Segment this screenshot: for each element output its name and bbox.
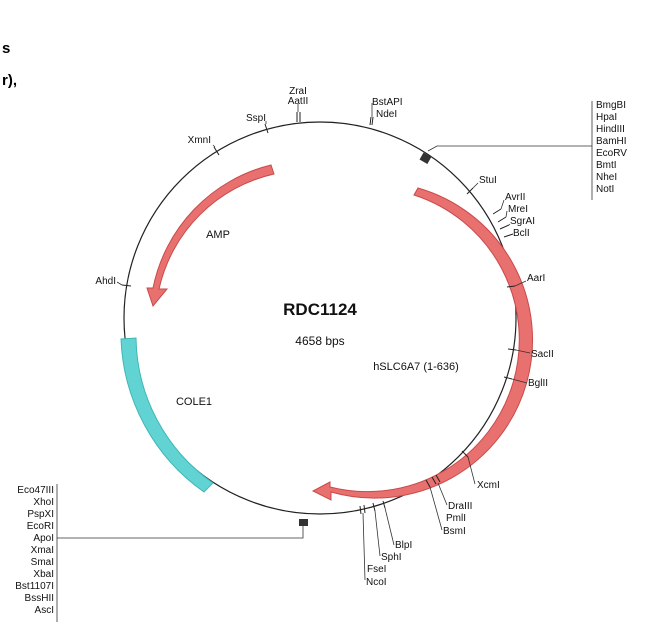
site-label-fsei: FseI [367,564,386,575]
feature-amp-arrow [146,164,275,308]
mcs-top-site: NotI [596,184,614,195]
mcs-top-list: BmgBI HpaI HindIII BamHI EcoRV BmtI NheI… [596,100,627,195]
mcs-bottom-site: XmaI [31,545,54,556]
mcs-top-marker [419,152,432,164]
mcs-bottom-site: Eco47III [17,485,54,496]
site-label-sspi: SspI [246,113,266,124]
cropped-text-fragment-2: r), [2,72,17,89]
site-label-xmni: XmnI [188,135,211,146]
plasmid-size: 4658 bps [295,334,344,348]
mcs-bottom-marker [299,519,308,526]
site-label-sgrai: SgrAI [510,216,535,227]
mcs-top-site: BmgBI [596,100,626,111]
plasmid-backbone [123,121,517,515]
site-label-zrai: ZraI [289,86,307,97]
site-label-bcli: BclI [513,228,530,239]
cropped-text-fragment-1: s [2,40,11,57]
feature-hslc6a7-arrow [311,187,534,501]
mcs-bottom-site: BssHII [25,593,54,604]
feature-label-amp: AMP [206,229,230,241]
site-label-avrii: AvrII [505,192,525,203]
site-label-ncoi: NcoI [366,577,387,588]
site-labels: ZraI AatII SspI XmnI BstAPI NdeI StuI Av… [95,86,553,588]
mcs-bottom-site: Bst1107I [15,581,54,592]
plasmid-name: RDC1124 [283,300,357,319]
site-label-mrei: MreI [508,204,528,215]
site-label-blpi: BlpI [395,540,412,551]
site-label-aari: AarI [527,273,545,284]
site-label-draiii: DraIII [448,501,472,512]
mcs-bottom-site: PspXI [27,509,54,520]
site-ticks [121,112,517,515]
mcs-bottom-site: ApoI [33,533,54,544]
mcs-bottom-site: XhoI [33,497,54,508]
mcs-bottom-list: Eco47III XhoI PspXI EcoRI ApoI XmaI SmaI… [15,485,54,616]
site-label-bstapi: BstAPI [372,97,403,108]
label-leaders [56,101,593,622]
site-label-sphi: SphI [381,552,402,563]
site-label-stui: StuI [479,175,497,186]
site-label-xcmi: XcmI [477,480,500,491]
site-label-aatii: AatII [288,96,309,107]
mcs-bottom-site: EcoRI [27,521,54,532]
mcs-top-site: HindIII [596,124,625,135]
feature-label-cole1: COLE1 [176,396,212,408]
site-label-bglii: BglII [528,378,548,389]
site-label-pmli: PmlI [446,513,466,524]
mcs-top-site: BamHI [596,136,627,147]
mcs-top-site: EcoRV [596,148,627,159]
mcs-bottom-site: SmaI [31,557,54,568]
site-label-ahdi: AhdI [95,276,116,287]
feature-cole1-block [120,337,214,493]
mcs-top-site: NheI [596,172,617,183]
mcs-bottom-site: AscI [35,605,54,616]
mcs-top-site: BmtI [596,160,617,171]
feature-label-hslc6a7: hSLC6A7 (1-636) [373,361,459,373]
site-label-bsmi: BsmI [443,526,466,537]
site-label-ndei: NdeI [376,109,397,120]
mcs-top-site: HpaI [596,112,617,123]
site-label-sacii: SacII [531,349,554,360]
mcs-bottom-site: XbaI [33,569,54,580]
